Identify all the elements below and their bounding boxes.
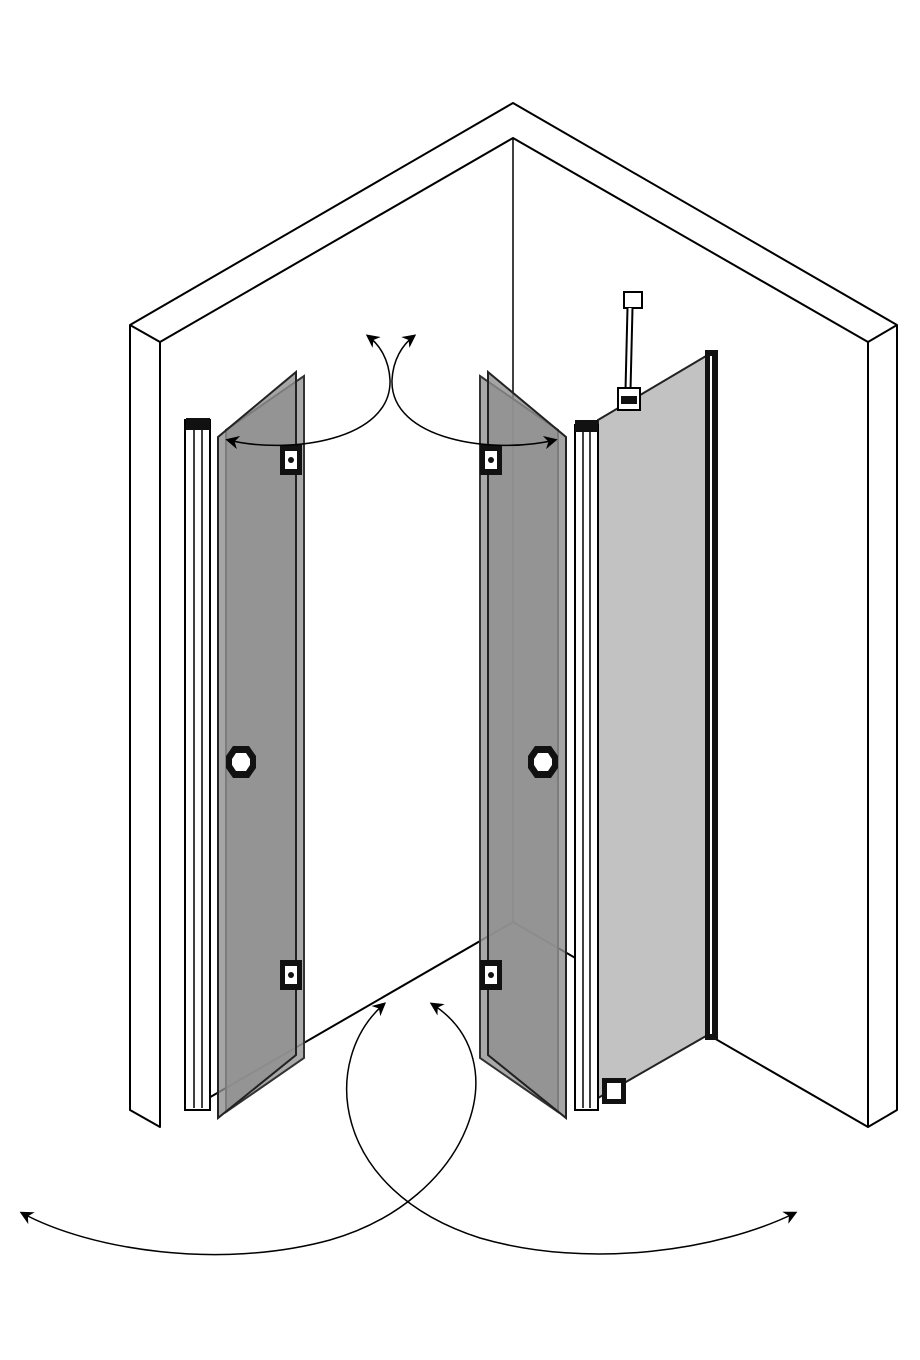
fixed-side-panel [574,291,718,1111]
stabilizer-bar [617,291,643,411]
corner-profile [574,424,599,1111]
wall-right-edge [867,324,898,343]
knob-icon [226,746,256,778]
hinge-icon [280,445,302,475]
swing-arrows [19,334,798,1256]
floor-bracket [602,1078,626,1104]
fixed-glass-panel [597,354,707,1100]
left-folding-door [184,369,305,1121]
left-wall-profile [184,419,211,1111]
swing-arrow-icon [346,1002,798,1255]
swing-arrow-icon [391,334,558,450]
hinge-icon [480,445,502,475]
right-folding-door [479,369,567,1121]
knob-icon [528,746,558,778]
wall-left-edge [129,324,161,343]
hinge-icon [280,960,302,990]
hinge-icon [480,960,502,990]
left-glass-panel-front [217,369,297,1121]
right-glass-panel-front [487,369,567,1121]
swing-arrow-icon [225,334,391,450]
